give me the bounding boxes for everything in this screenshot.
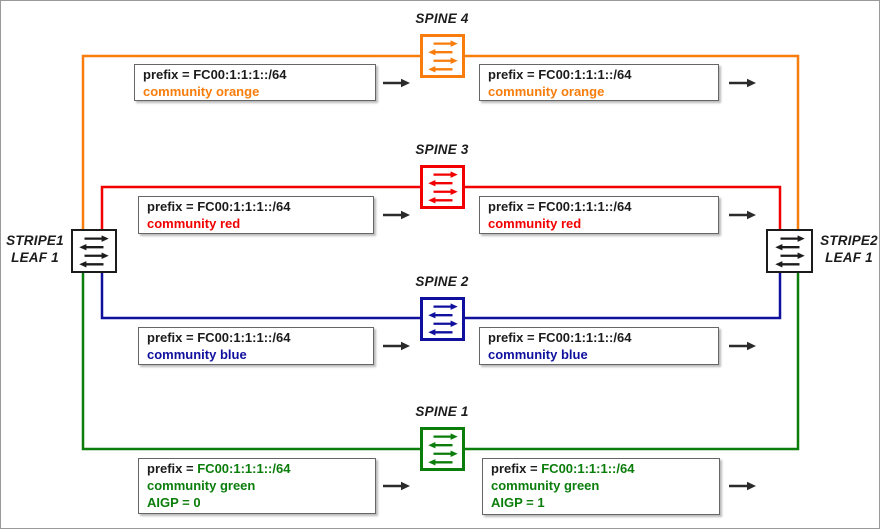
prefix-line: prefix = FC00:1:1:1::/64 — [491, 461, 635, 476]
flow-arrow-icon — [383, 78, 410, 88]
prefix-line: prefix = FC00:1:1:1::/64 — [143, 67, 287, 82]
switch-arrows-icon — [424, 37, 462, 75]
left-leaf-label-line1: STRIPE1 — [6, 233, 64, 248]
community-line: community blue — [147, 347, 247, 362]
route-info-box-orange-right: prefix = FC00:1:1:1::/64 community orang… — [479, 64, 719, 101]
right-leaf-label: STRIPE2 LEAF 1 — [818, 232, 879, 266]
spine-1-node — [420, 427, 465, 471]
switch-arrows-icon — [771, 232, 809, 270]
spine-2-label: SPINE 2 — [415, 274, 469, 289]
prefix-line: prefix = FC00:1:1:1::/64 — [488, 67, 632, 82]
flow-arrow-icon — [383, 341, 410, 351]
spine-1-label: SPINE 1 — [415, 404, 469, 419]
left-leaf-node — [71, 229, 117, 273]
switch-arrows-icon — [424, 168, 462, 206]
left-leaf-label-line2: LEAF 1 — [11, 250, 59, 265]
flow-arrow-icon — [729, 210, 756, 220]
community-line: community orange — [488, 84, 605, 99]
community-line: community orange — [143, 84, 260, 99]
prefix-line: prefix = FC00:1:1:1::/64 — [488, 199, 632, 214]
community-line: community red — [147, 216, 241, 231]
route-info-box-green-right: prefix = FC00:1:1:1::/64 community green… — [482, 458, 720, 515]
switch-arrows-icon — [424, 430, 462, 468]
aigp-line: AIGP = 1 — [491, 495, 545, 510]
route-info-box-red-left: prefix = FC00:1:1:1::/64 community red — [138, 196, 374, 234]
prefix-line: prefix = FC00:1:1:1::/64 — [147, 330, 291, 345]
community-line: community red — [488, 216, 582, 231]
flow-arrow-icon — [729, 78, 756, 88]
flow-arrow-icon — [383, 210, 410, 220]
community-line: community green — [491, 478, 600, 493]
aigp-line: AIGP = 0 — [147, 495, 201, 510]
switch-arrows-icon — [75, 232, 113, 270]
community-line: community green — [147, 478, 256, 493]
spine-3-label: SPINE 3 — [415, 142, 469, 157]
spine-3-node — [420, 165, 465, 209]
switch-arrows-icon — [424, 300, 462, 338]
route-info-box-blue-right: prefix = FC00:1:1:1::/64 community blue — [479, 327, 719, 365]
flow-arrow-icon — [729, 341, 756, 351]
route-info-box-green-left: prefix = FC00:1:1:1::/64 community green… — [138, 458, 376, 514]
left-leaf-label: STRIPE1 LEAF 1 — [4, 232, 66, 266]
prefix-line: prefix = FC00:1:1:1::/64 — [488, 330, 632, 345]
spine-4-node — [420, 34, 465, 78]
right-leaf-node — [766, 229, 813, 273]
route-info-box-red-right: prefix = FC00:1:1:1::/64 community red — [479, 196, 719, 234]
spine-2-node — [420, 297, 465, 341]
prefix-line: prefix = FC00:1:1:1::/64 — [147, 461, 291, 476]
right-leaf-label-line1: STRIPE2 — [820, 233, 878, 248]
spine-4-label: SPINE 4 — [415, 11, 469, 26]
prefix-line: prefix = FC00:1:1:1::/64 — [147, 199, 291, 214]
route-info-box-blue-left: prefix = FC00:1:1:1::/64 community blue — [138, 327, 374, 365]
route-info-box-orange-left: prefix = FC00:1:1:1::/64 community orang… — [134, 64, 376, 101]
flow-arrow-icon — [729, 481, 756, 491]
flow-arrow-icon — [383, 481, 410, 491]
right-leaf-label-line2: LEAF 1 — [825, 250, 873, 265]
community-line: community blue — [488, 347, 588, 362]
